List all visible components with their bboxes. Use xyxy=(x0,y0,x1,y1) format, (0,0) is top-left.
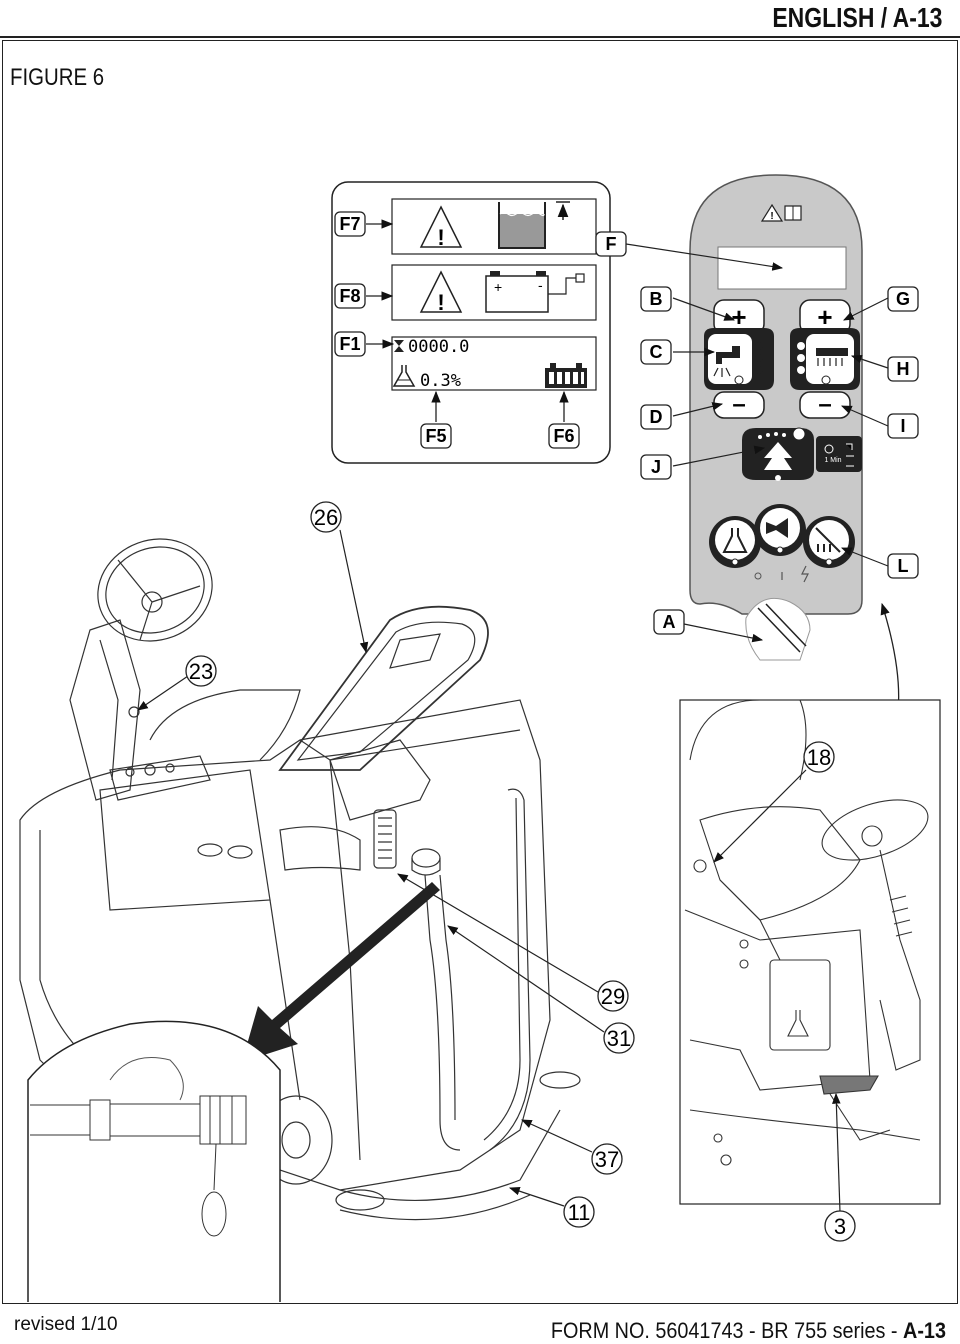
detail-pointer-arrow xyxy=(242,882,440,1062)
part-callout-26: 26 xyxy=(310,501,342,533)
svg-text:26: 26 xyxy=(314,505,338,530)
svg-text:+: + xyxy=(817,302,832,332)
svg-text:L: L xyxy=(898,556,909,576)
svg-text:29: 29 xyxy=(601,984,625,1009)
form-number-text: FORM NO. 56041743 - BR 755 series - xyxy=(550,1318,904,1343)
callout-I: I xyxy=(887,413,919,439)
svg-text:I: I xyxy=(900,416,905,436)
battery-level-icon xyxy=(545,363,587,388)
warning-triangle-icon: ! xyxy=(419,270,463,315)
callout-L: L xyxy=(887,553,919,579)
callout-B: B xyxy=(640,286,672,312)
callout-F8: F8 xyxy=(334,283,366,309)
figure-title: FIGURE 6 xyxy=(10,64,105,91)
svg-text:+: + xyxy=(494,279,502,295)
operator-area-detail-inset xyxy=(679,699,941,1205)
page-header: ENGLISH / A-13 xyxy=(771,2,942,33)
part-callout-31: 31 xyxy=(603,1022,635,1054)
svg-text:!: ! xyxy=(437,290,444,315)
form-page: A-13 xyxy=(903,1318,946,1343)
svg-text:A: A xyxy=(663,612,676,632)
hourglass-icon xyxy=(394,340,404,352)
detergent-button xyxy=(709,516,761,568)
callout-A: A xyxy=(653,609,685,635)
hose-detail-inset xyxy=(27,1020,281,1302)
part-callout-37: 37 xyxy=(591,1143,623,1175)
form-number: FORM NO. 56041743 - BR 755 series - A-13 xyxy=(551,1318,946,1344)
callout-F6: F6 xyxy=(548,423,580,449)
svg-text:G: G xyxy=(896,289,910,309)
battery-charge-icon: + - xyxy=(485,271,585,313)
timer-label: 1 Min xyxy=(824,457,841,464)
svg-text:!: ! xyxy=(770,211,773,222)
callout-F7: F7 xyxy=(334,211,366,237)
detergent-flask-icon xyxy=(392,365,416,387)
svg-text:–: – xyxy=(818,391,831,418)
detergent-percent-value: 0.3% xyxy=(420,371,461,391)
svg-text:37: 37 xyxy=(595,1147,619,1172)
control-panel: ! + – + xyxy=(689,174,863,661)
callout-J: J xyxy=(640,454,672,480)
svg-text:D: D xyxy=(650,407,663,427)
callout-F: F xyxy=(595,231,627,257)
read-manual-icon: ! xyxy=(760,203,802,222)
callout-F5: F5 xyxy=(420,423,452,449)
part-callout-11: 11 xyxy=(563,1196,595,1228)
header-rule xyxy=(0,36,960,38)
recovery-tank-full-icon xyxy=(498,201,570,249)
horn-button xyxy=(754,504,806,556)
warning-triangle-icon: ! xyxy=(419,205,463,250)
revision-note: revised 1/10 xyxy=(14,1314,118,1335)
normal-status-screen xyxy=(391,336,597,391)
svg-text:F5: F5 xyxy=(425,426,446,446)
vacuum-wand-button xyxy=(803,516,855,568)
svg-text:31: 31 xyxy=(607,1026,631,1051)
svg-text:F8: F8 xyxy=(339,286,360,306)
svg-text:F1: F1 xyxy=(339,334,360,354)
lcd-display-panel: ! ! + - 0000.0 xyxy=(331,181,611,464)
svg-text:H: H xyxy=(897,359,910,379)
svg-text:F6: F6 xyxy=(553,426,574,446)
svg-text:F: F xyxy=(606,234,617,254)
svg-text:+: + xyxy=(731,302,746,332)
hour-meter-value: 0000.0 xyxy=(408,337,469,357)
svg-text:18: 18 xyxy=(807,745,831,770)
svg-text:B: B xyxy=(650,289,663,309)
key-switch xyxy=(745,598,811,661)
svg-text:F7: F7 xyxy=(339,214,360,234)
brush-pressure-control: + – xyxy=(790,299,860,419)
callout-G: G xyxy=(887,286,919,312)
svg-text:!: ! xyxy=(437,225,444,250)
one-touch-scrub-button: 1 Min xyxy=(742,427,862,481)
svg-text:11: 11 xyxy=(568,1200,591,1225)
solution-flow-control: + – xyxy=(704,299,774,419)
figure-frame xyxy=(2,40,958,1304)
callout-H: H xyxy=(887,356,919,382)
svg-text:–: – xyxy=(732,391,745,418)
svg-text:3: 3 xyxy=(834,1214,846,1239)
part-callout-3: 3 xyxy=(824,1210,856,1242)
callout-D: D xyxy=(640,404,672,430)
svg-text:C: C xyxy=(650,342,663,362)
svg-text:23: 23 xyxy=(189,659,213,684)
svg-text:J: J xyxy=(651,457,661,477)
callout-F1: F1 xyxy=(334,331,366,357)
part-callout-29: 29 xyxy=(597,980,629,1012)
part-callout-18: 18 xyxy=(803,741,835,773)
svg-text:-: - xyxy=(538,277,543,293)
part-callout-23: 23 xyxy=(185,655,217,687)
callout-C: C xyxy=(640,339,672,365)
